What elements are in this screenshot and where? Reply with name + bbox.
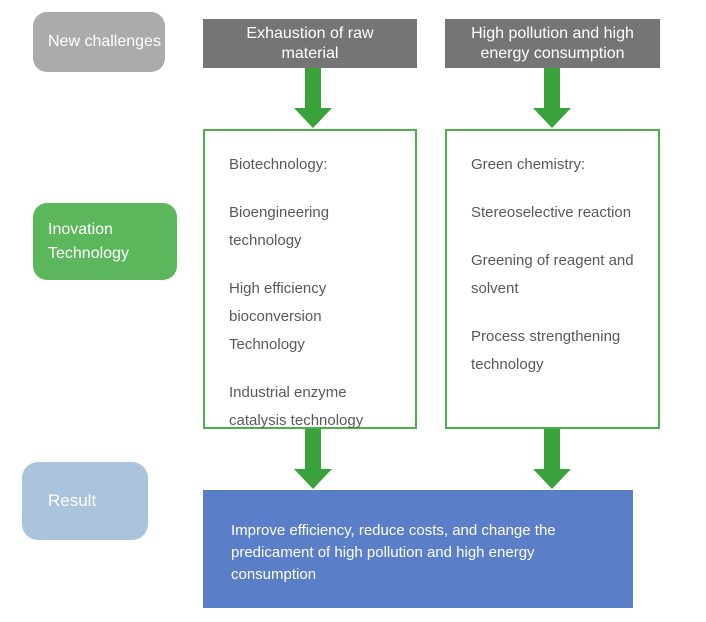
tech-item: Green chemistry: (471, 156, 586, 173)
tech-item: High efficiency bioconversion Technology (229, 280, 327, 353)
technology-box-green-chemistry: Green chemistry: Stereoselective reactio… (445, 129, 660, 429)
challenge-header-pollution: High pollution and high energy consumpti… (445, 19, 660, 68)
result-box: Improve efficiency, reduce costs, and ch… (203, 490, 633, 608)
arrow-down-icon (294, 68, 332, 128)
tech-item: Industrial enzyme catalysis technology (229, 384, 364, 429)
tech-item: Stereoselective reaction (471, 204, 632, 221)
tech-item: Bioengineering technology (229, 204, 330, 249)
tech-item: Process strengthening technology (471, 328, 621, 373)
rail-label-inovation-technology: Inovation Technology (33, 203, 177, 280)
arrow-down-icon (533, 68, 571, 128)
challenge-header-raw-material: Exhaustion of raw material (203, 19, 417, 68)
technology-box-biotechnology: Biotechnology: Bioengineering technology… (203, 129, 417, 429)
arrow-down-icon (533, 429, 571, 489)
rail-label-new-challenges: New challenges (33, 12, 165, 72)
result-text: Improve efficiency, reduce costs, and ch… (231, 522, 556, 583)
rail-label-result: Result (22, 462, 148, 540)
arrow-down-icon (294, 429, 332, 489)
tech-item: Greening of reagent and solvent (471, 252, 634, 297)
tech-item: Biotechnology: (229, 156, 328, 173)
